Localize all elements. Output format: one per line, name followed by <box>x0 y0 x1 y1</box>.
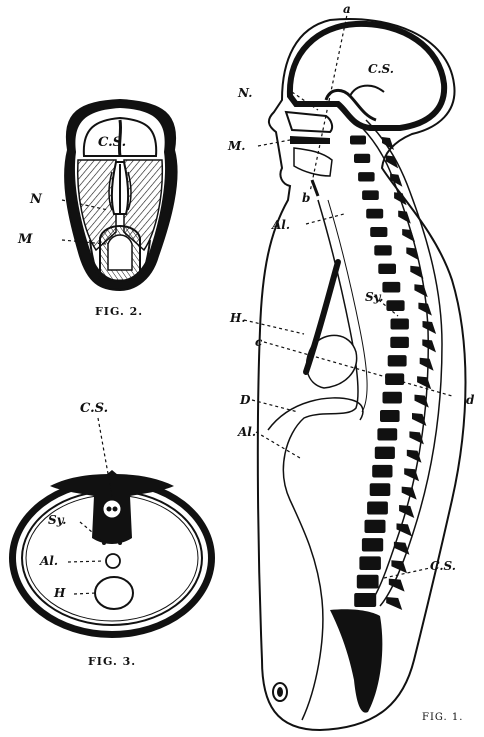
vertebra <box>354 593 376 607</box>
label-cs-fig3: C.S. <box>80 402 108 415</box>
spinous-process <box>422 339 436 352</box>
spinous-process <box>386 597 402 610</box>
vertebra <box>362 538 383 551</box>
label-d: d <box>466 394 474 406</box>
label-sy-fig3: Sy. <box>48 514 66 526</box>
spinous-process <box>390 174 402 187</box>
label-h-fig3: H <box>54 587 65 599</box>
label-al-lower: Al. <box>238 426 256 438</box>
vertebra <box>367 502 388 515</box>
label-cs-fig2: C.S. <box>98 136 126 149</box>
vertebra <box>380 410 400 422</box>
caption-fig2: FIG. 2. <box>95 306 143 317</box>
vertebra <box>366 209 383 219</box>
vertebrae <box>350 136 436 611</box>
fig2-skull-section <box>65 100 176 290</box>
vertebra <box>354 154 370 163</box>
caption-fig1: FIG. 1. <box>422 713 463 723</box>
spinous-process <box>423 321 437 334</box>
vertebra <box>362 190 379 200</box>
vertebra <box>390 337 409 348</box>
label-h-fig1: H. <box>230 312 246 324</box>
vertebra <box>370 227 387 237</box>
spinous-process <box>402 229 415 242</box>
label-cs-brain: C.S. <box>368 63 394 75</box>
vertebra <box>378 264 396 274</box>
spinous-process <box>409 431 424 444</box>
spinous-process <box>420 358 434 371</box>
label-a: a <box>343 3 351 15</box>
label-cs-cord: C.S. <box>430 560 456 572</box>
vertebra <box>382 282 400 293</box>
vertebra <box>370 483 391 496</box>
spinous-process <box>414 284 427 297</box>
vertebra <box>383 392 402 404</box>
vertebra <box>358 172 375 181</box>
spinous-process <box>399 505 414 518</box>
spinous-process <box>417 376 431 389</box>
vertebra <box>388 355 407 366</box>
label-al-upper: Al. <box>272 219 290 231</box>
vertebra <box>372 465 392 478</box>
spinous-process <box>398 211 411 224</box>
label-m-fig1: M. <box>228 140 245 152</box>
vertebra <box>377 428 397 440</box>
vertebra <box>357 575 379 589</box>
label-m-fig2: M <box>18 233 32 246</box>
label-n-fig2: N <box>30 193 42 206</box>
label-d-upper: D <box>240 394 250 406</box>
label-c: c <box>255 336 262 348</box>
label-n-fig1: N. <box>238 87 252 99</box>
label-b: b <box>302 192 310 204</box>
spinous-process <box>394 542 410 555</box>
vertebra <box>391 319 409 330</box>
label-al-fig3: Al. <box>40 555 58 567</box>
spinous-process <box>418 303 432 316</box>
vertebra <box>365 520 386 533</box>
label-sy-fig1: Sy. <box>365 291 383 303</box>
vertebra <box>375 447 395 459</box>
vertebra <box>374 245 391 255</box>
vertebra <box>350 136 366 145</box>
vertebra <box>385 373 404 385</box>
caption-fig3: FIG. 3. <box>88 656 136 667</box>
vertebra <box>359 556 381 570</box>
